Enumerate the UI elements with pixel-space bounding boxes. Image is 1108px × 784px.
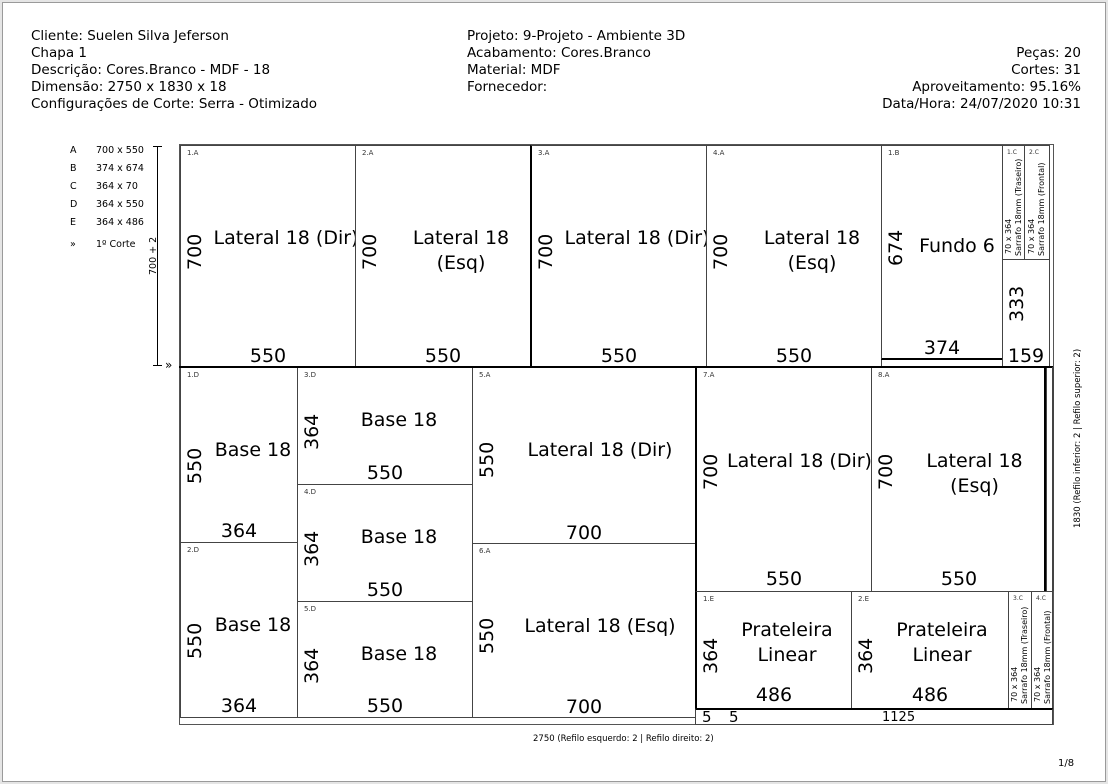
piece-2C: 2.C 70 x 364 Sarrafo 18mm (Frontal) [1024,145,1050,260]
scrap-piece: 333 159 [1002,259,1050,367]
piece-label: Fundo 6 [919,235,995,257]
project-label: Projeto: 9-Projeto - Ambiente 3D [467,28,686,44]
dimension-tick [153,146,162,147]
description-label: Descrição: Cores.Branco - MDF - 18 [31,62,271,78]
piece-label: Prateleira Linear [896,619,988,666]
piece-label: Lateral 18 (Dir) [213,227,359,249]
row-height-label: 700 + 2 [148,236,159,275]
pieces-count: Peças: 20 [1016,45,1081,61]
sheet-height-label: 1830 (Refilo inferior: 2 | Refilo superi… [1073,348,1083,528]
piece-label: Lateral 18 (Dir) [727,450,872,472]
client-label: Cliente: Suelen Silva Jeferson [31,28,229,44]
supplier-label: Fornecedor: [467,79,548,95]
piece-1B: 1.B Fundo 6 674 374 [881,145,1003,360]
cuts-count: Cortes: 31 [1011,62,1081,78]
datetime-label: Data/Hora: 24/07/2020 10:31 [882,96,1081,112]
piece-6A: 6.A Lateral 18 (Esq) 550 700 [472,543,696,718]
piece-2D: 2.D Base 18 550 364 [180,542,298,718]
page-number: 1/8 [1058,758,1075,769]
piece-3C: 3.C 70 x 364 Sarrafo 18mm (Traseiro) [1008,591,1032,709]
finish-label: Acabamento: Cores.Branco [467,45,651,61]
piece-label: Prateleira Linear [741,619,833,666]
header-right: Peças: 20 Cortes: 31 Aproveitamento: 95.… [882,45,1081,113]
piece-1D: 1.D Base 18 550 364 [180,367,298,543]
material-label: Material: MDF [467,62,561,78]
piece-1A: 1.A Lateral 18 (Dir) 700 550 [180,145,358,367]
piece-2E: 2.E Prateleira Linear 364 486 [851,591,1009,709]
piece-5D: 5.D Base 18 364 550 [297,601,473,718]
header-middle: Projeto: 9-Projeto - Ambiente 3D Acabame… [467,28,685,96]
piece-4C: 4.C 70 x 364 Sarrafo 18mm (Frontal) [1031,591,1053,709]
dimension-tick [153,365,162,366]
piece-1E: 1.E Prateleira Linear 364 486 [695,591,852,709]
piece-label: Base 18 [360,409,438,431]
piece-3D: 3.D Base 18 364 550 [297,367,473,485]
piece-label: Lateral 18 (Esq) [926,450,1023,497]
piece-2A: 2.A Lateral 18 (Esq) 700 550 [355,145,531,367]
piece-5A: 5.A Lateral 18 (Dir) 550 700 [472,367,696,544]
piece-label: Base 18 [360,643,438,665]
piece-4A: 4.A Lateral 18 (Esq) 700 550 [706,145,882,367]
piece-1C: 1.C 70 x 364 Sarrafo 18mm (Traseiro) [1002,145,1025,260]
piece-label: Base 18 [214,614,292,636]
piece-7A: 7.A Lateral 18 (Dir) 700 550 [695,367,872,592]
piece-label: Lateral 18 (Dir) [564,227,710,249]
piece-label: Base 18 [214,439,292,461]
piece-label: Lateral 18 (Dir) [527,439,673,461]
dimension-label: Dimensão: 2750 x 1830 x 18 [31,79,227,95]
header-left: Cliente: Suelen Silva Jeferson Chapa 1 D… [31,28,317,113]
piece-label: Lateral 18 (Esq) [412,227,510,274]
legend-row-first-cut: »1º Corte [70,239,136,250]
piece-4D: 4.D Base 18 364 550 [297,484,473,602]
piece-label: Base 18 [360,526,438,548]
piece-8A: 8.A Lateral 18 (Esq) 700 550 [871,367,1047,592]
first-cut-marker: » [165,358,173,372]
piece-label: Lateral 18 (Esq) [524,615,676,637]
piece-label: Lateral 18 (Esq) [763,227,861,274]
piece-3A: 3.A Lateral 18 (Dir) 700 550 [530,145,709,367]
sheet-label: Chapa 1 [31,45,87,61]
dimension-line [157,146,158,365]
yield-label: Aproveitamento: 95.16% [912,79,1081,95]
cut-config-label: Configurações de Corte: Serra - Otimizad… [31,96,318,112]
sheet-width-label: 2750 (Refilo esquerdo: 2 | Refilo direit… [533,734,714,744]
